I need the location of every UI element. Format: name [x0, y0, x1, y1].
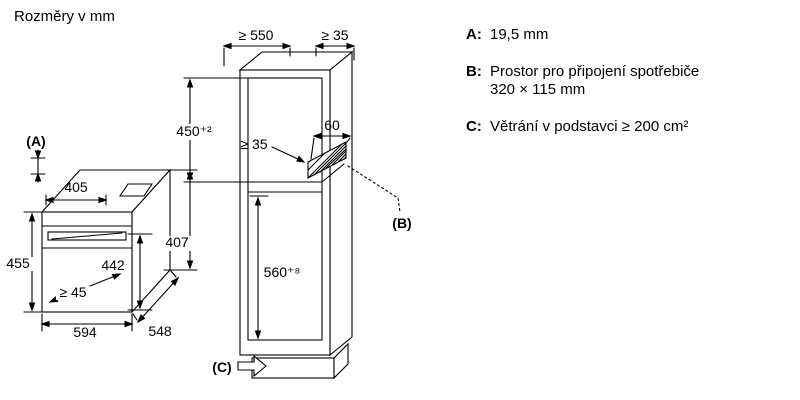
- cabinet-lower-height-label: 560⁺⁸: [264, 264, 301, 280]
- oven-labels: (A) 405 455 442 ≥ 45 594 548 407: [6, 133, 189, 340]
- oven-top-depth-label: 405: [64, 179, 88, 195]
- cabinet-label-masks: [171, 124, 304, 281]
- cabinet-labels: ≥ 550 ≥ 35 450⁺² ≥ 35 60 (B) 560⁺⁸ (C): [176, 27, 411, 375]
- cabinet-back-gap-label: ≥ 35: [321, 27, 348, 43]
- cabinet-depth-label: ≥ 550: [239, 27, 274, 43]
- legend-key-c: C:: [466, 118, 482, 135]
- page-title: Rozměry v mm: [14, 8, 115, 25]
- legend-key-a: A:: [466, 26, 482, 43]
- legend-text-b: Prostor pro připojení spotřebiče 320 × 1…: [490, 63, 699, 99]
- legend-text-b-line1: Prostor pro připojení spotřebiče: [490, 63, 700, 80]
- oven-body-height-label: 407: [165, 234, 189, 250]
- legend-text-a: 19,5 mm: [490, 26, 548, 44]
- cabinet-drawing: [183, 42, 401, 380]
- oven-label-masks: [3, 236, 192, 300]
- legend-text-c-line1: Větrání v podstavci ≥ 200 cm²: [490, 118, 689, 135]
- cabinet-label-b: (B): [392, 215, 411, 231]
- legend-text-a-line1: 19,5 mm: [490, 26, 549, 43]
- oven-front-height-label: 455: [6, 255, 30, 271]
- oven-label-a: (A): [26, 133, 45, 149]
- oven-width-label: 594: [73, 324, 97, 340]
- oven-inner-height-label: 442: [101, 257, 125, 273]
- legend-item-c: C: Větrání v podstavci ≥ 200 cm²: [466, 118, 786, 136]
- oven-depth-label: 548: [148, 323, 172, 339]
- cabinet-label-c: (C): [212, 359, 231, 375]
- legend-item-a: A: 19,5 mm: [466, 26, 786, 44]
- cabinet-niche-height-label: 450⁺²: [176, 123, 212, 139]
- legend-key-b: B:: [466, 63, 482, 80]
- legend: A: 19,5 mm B: Prostor pro připojení spot…: [466, 26, 786, 155]
- legend-text-c: Větrání v podstavci ≥ 200 cm²: [490, 118, 688, 136]
- legend-item-b: B: Prostor pro připojení spotřebiče 320 …: [466, 63, 786, 99]
- oven-door-gap-label: ≥ 45: [59, 284, 86, 300]
- cabinet-conn-offset-label: ≥ 35: [240, 136, 267, 152]
- legend-text-b-line2: 320 × 115 mm: [490, 81, 586, 98]
- cabinet-conn-width-label: 60: [324, 117, 340, 133]
